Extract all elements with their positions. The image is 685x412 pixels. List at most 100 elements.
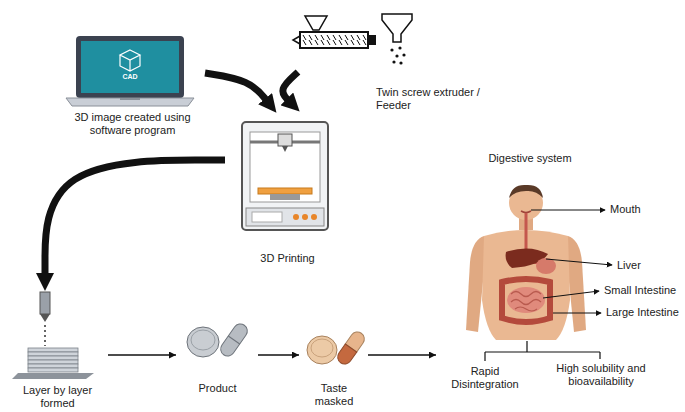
taste-masked-pills <box>335 344 357 367</box>
leader-lines <box>531 210 612 313</box>
printing-step: 3D Printing <box>225 115 350 265</box>
label-slot: Small Intestine <box>604 284 676 297</box>
printer-icon <box>242 122 328 230</box>
organ-label: Liver <box>617 259 641 272</box>
human-body <box>521 211 531 213</box>
human-body <box>466 236 484 332</box>
laptop-icon <box>76 36 184 98</box>
label-slot: Large Intestine <box>606 306 679 319</box>
layering-icon <box>28 364 78 368</box>
layering-icon <box>12 373 94 379</box>
outcome-bracket <box>485 341 600 361</box>
digestive-organs <box>507 287 545 313</box>
layering-icon <box>28 360 78 364</box>
screen-icon-text: CAD <box>115 73 145 81</box>
printer-icon <box>293 214 299 220</box>
flow-arrow <box>258 354 299 356</box>
product-step: Product <box>180 310 255 395</box>
feeder-icon <box>402 53 405 56</box>
printer-icon <box>242 122 328 230</box>
feeder-icon <box>395 54 398 57</box>
label-slot: Mouth <box>610 203 641 216</box>
printer-icon <box>282 146 288 152</box>
taste-masked-step: Taste masked <box>303 320 365 408</box>
diagram-heading: Digestive system <box>440 152 620 165</box>
printer-icon <box>302 214 308 220</box>
label-slot: High solubility and bioavailability <box>545 362 657 388</box>
printer-icon <box>258 188 312 194</box>
step-caption: 3D image created using software program <box>60 111 205 137</box>
printer-icon <box>250 132 320 202</box>
extruder-icon <box>300 32 368 48</box>
product-pills <box>228 336 239 344</box>
feeder-icon <box>390 48 393 51</box>
layering-icon <box>40 292 50 314</box>
taste-masked-pills <box>307 336 337 364</box>
organ-label: Small Intestine <box>604 284 676 297</box>
leader-lines <box>546 259 612 265</box>
layering-icon <box>28 356 78 360</box>
flow-arrow <box>108 354 176 356</box>
extruder-step: Twin screw extruder / Feeder <box>298 10 483 112</box>
extruder-icon <box>305 16 327 30</box>
laptop-icon <box>81 41 179 93</box>
feeder-icon <box>382 14 412 42</box>
feeder-icon <box>382 14 412 65</box>
outcome-label: High solubility and bioavailability <box>545 362 657 388</box>
flow-arrow <box>368 354 436 356</box>
feeder-icon <box>392 60 395 63</box>
printer-icon <box>270 194 300 200</box>
extruder-icon <box>293 16 376 48</box>
layering-step: Layer by layer formed <box>10 290 105 410</box>
label-slot: Rapid Disintegration <box>445 365 525 391</box>
step-caption: Product <box>180 382 255 395</box>
flow-arrow <box>283 72 298 101</box>
digestive-organs <box>502 213 556 322</box>
digestive-organs <box>511 292 541 312</box>
flow-arrow <box>45 160 225 276</box>
label-slot: CAD <box>115 73 145 81</box>
layering-icon <box>12 292 94 379</box>
taste-masked-pills <box>335 329 367 367</box>
printer-icon <box>252 212 282 222</box>
step-caption: Layer by layer formed <box>10 384 105 410</box>
label-slot: Liver <box>617 259 641 272</box>
taste-masked-pills <box>311 339 333 357</box>
printer-icon <box>246 208 324 226</box>
digestive-organs <box>536 258 556 274</box>
step-caption: Taste masked <box>303 382 365 408</box>
human-body <box>509 185 543 198</box>
organ-label: Large Intestine <box>606 306 679 319</box>
laptop-icon <box>66 98 194 106</box>
digestive-system: Digestive system <box>440 152 620 364</box>
layering-icon <box>28 348 78 352</box>
feeder-icon <box>399 61 402 64</box>
laptop-icon <box>120 50 140 71</box>
organ-label: Mouth <box>610 203 641 216</box>
laptop-icon <box>120 98 140 100</box>
layering-icon <box>40 314 50 322</box>
product-pills <box>187 321 250 359</box>
extruder-icon <box>303 35 366 45</box>
extruder-icon <box>293 36 300 44</box>
human-body <box>568 236 586 332</box>
flow-arrow <box>205 73 267 101</box>
outcome-label: Rapid Disintegration <box>445 365 525 391</box>
product-pills <box>218 321 250 359</box>
step-caption: Twin screw extruder / Feeder <box>376 86 483 112</box>
product-pills <box>191 330 215 350</box>
step-caption: 3D Printing <box>225 252 350 265</box>
product-pills <box>218 321 250 359</box>
printer-icon <box>278 134 292 146</box>
leader-lines <box>531 210 605 211</box>
software-step: 3D image created using software program <box>60 35 205 137</box>
leader-lines <box>553 313 601 314</box>
extruder-icon <box>368 35 376 45</box>
leader-lines <box>543 291 599 298</box>
layering-icon <box>28 368 78 372</box>
